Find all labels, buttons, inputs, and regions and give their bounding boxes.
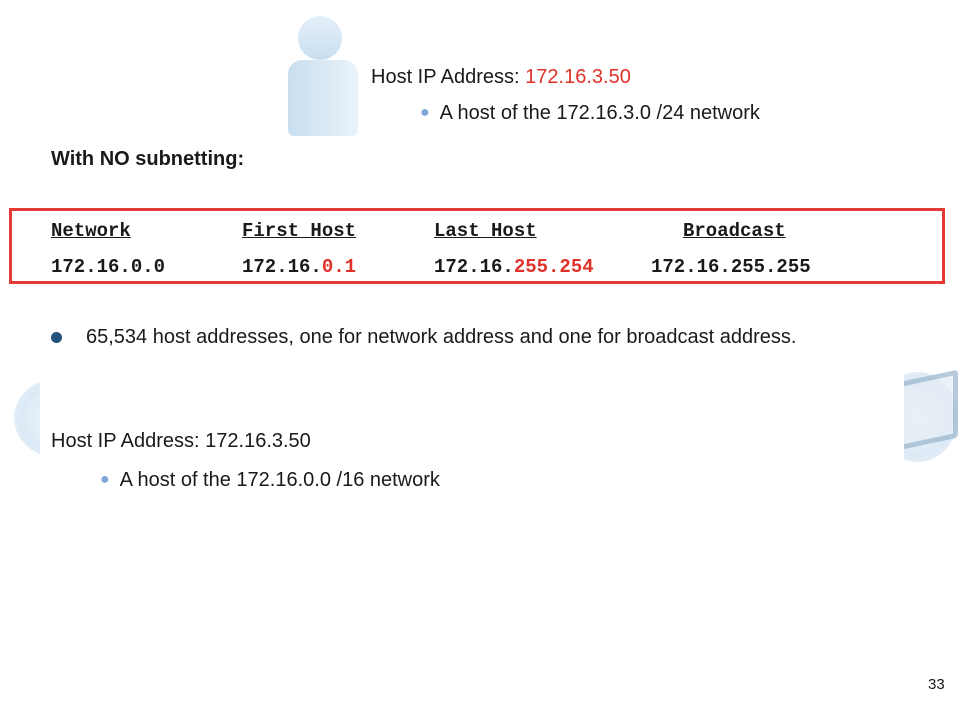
top-sub-bullet-text: A host of the 172.16.3.0 /24 network bbox=[439, 102, 760, 124]
small-bullet-icon: ● bbox=[420, 104, 430, 121]
section-heading: With NO subnetting: bbox=[51, 148, 245, 170]
header-broadcast: Broadcast bbox=[683, 220, 786, 242]
top-host-ip: 172.16.3.50 bbox=[525, 66, 631, 88]
bottom-sub-bullet-text: A host of the 172.16.0.0 /16 network bbox=[119, 469, 440, 491]
header-network: Network bbox=[51, 220, 131, 242]
header-first-host: First Host bbox=[242, 220, 357, 242]
bullet-icon bbox=[51, 332, 62, 343]
host-count-bullet: 65,534 host addresses, one for network a… bbox=[51, 322, 851, 352]
person-figure-head bbox=[298, 16, 342, 60]
small-bullet-icon: ● bbox=[100, 471, 110, 488]
value-network: 172.16.0.0 bbox=[51, 256, 166, 278]
first-host-suffix: 0.1 bbox=[321, 256, 357, 278]
value-last-host: 172.16.255.254 bbox=[434, 256, 594, 278]
page-number: 33 bbox=[928, 676, 945, 693]
top-host-label: Host IP Address: bbox=[371, 66, 526, 88]
person-figure-body bbox=[288, 60, 358, 136]
content-panel bbox=[40, 136, 904, 720]
address-table-box bbox=[9, 208, 945, 284]
header-last-host: Last Host bbox=[434, 220, 537, 242]
top-host-line: Host IP Address: 172.16.3.50 bbox=[371, 66, 631, 89]
last-host-suffix: 255.254 bbox=[513, 256, 594, 278]
bottom-sub-bullet: ● A host of the 172.16.0.0 /16 network bbox=[100, 469, 440, 492]
top-sub-bullet: ● A host of the 172.16.3.0 /24 network bbox=[420, 102, 760, 125]
value-first-host: 172.16.0.1 bbox=[242, 256, 356, 278]
first-host-prefix: 172.16. bbox=[242, 256, 322, 278]
host-count-text: 65,534 host addresses, one for network a… bbox=[86, 326, 797, 348]
bottom-host-line: Host IP Address: 172.16.3.50 bbox=[51, 430, 311, 452]
last-host-prefix: 172.16. bbox=[434, 256, 514, 278]
value-broadcast: 172.16.255.255 bbox=[651, 256, 811, 278]
